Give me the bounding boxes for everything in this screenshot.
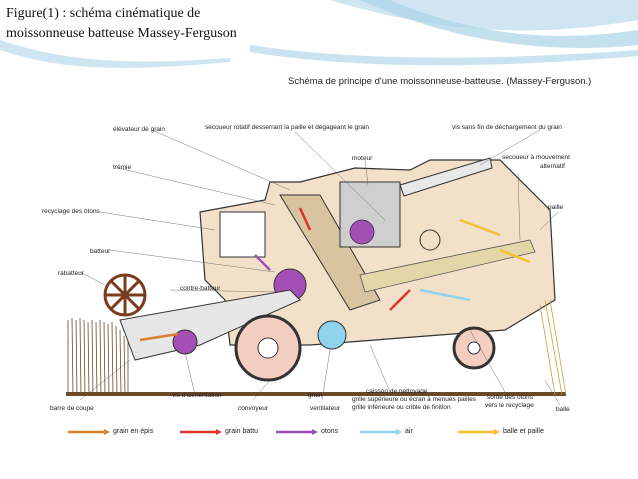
label-grain-elevator: élévateur de grain: [113, 126, 166, 133]
caption-line-2: moissonneuse batteuse Massey-Ferguson: [6, 26, 237, 41]
label-cutter-bar: barre de coupe: [50, 405, 94, 412]
legend-item-chaff-straw: balle et paille: [503, 428, 544, 435]
label-feeder-auger: vis d'alimentation: [172, 392, 222, 399]
diagram-title: Schéma de principe d'une moissonneuse-ba…: [288, 76, 592, 87]
label-cleaning-shoe: caisson de nettoyage: [366, 388, 428, 395]
reel: [103, 273, 147, 317]
label-lower-sieve: grille inférieure ou crible de finition: [352, 404, 451, 411]
label-reel: rabatteur: [58, 270, 85, 277]
legend-item-grain-in-ears: grain en épis: [113, 428, 154, 435]
label-tailings-outlet-1: sortie des otons: [487, 394, 533, 401]
label-straw: paille: [548, 204, 564, 211]
label-walker-line-1: secoueur à mouvement: [502, 154, 570, 161]
label-upper-sieve: grille supérieure ou écran à menues pail…: [352, 396, 476, 403]
label-tank: trémie: [113, 164, 132, 171]
label-rotary-shaker: secoueur rotatif desserrant la paille et…: [205, 124, 370, 131]
label-chaff: balle: [556, 406, 570, 413]
label-tailings-outlet-2: vers le recyclage: [485, 402, 534, 409]
legend-item-air: air: [405, 428, 413, 435]
label-threshing-drum: batteur: [90, 248, 111, 255]
figure-caption: Figure(1) : schéma cinématique de moisso…: [6, 4, 237, 44]
label-conveyor: convoyeur: [238, 405, 268, 412]
legend-item-threshed-grain: grain battu: [225, 428, 259, 435]
label-grain: grain: [308, 392, 323, 399]
caption-line-1: Figure(1) : schéma cinématique de: [6, 6, 201, 21]
label-tailings-return: recyclage des otons: [42, 208, 100, 215]
label-engine: moteur: [352, 155, 373, 162]
flow-arrows: [139, 207, 531, 342]
legend-item-tailings: otons: [321, 428, 339, 435]
label-fan: ventilateur: [310, 405, 340, 412]
label-walker-line-2: alternatif: [540, 163, 565, 170]
crop-field: [67, 317, 129, 396]
label-discharge-auger: vis sans fin de déchargement du grain: [452, 124, 562, 131]
label-concave: contre-batteur: [180, 285, 221, 292]
